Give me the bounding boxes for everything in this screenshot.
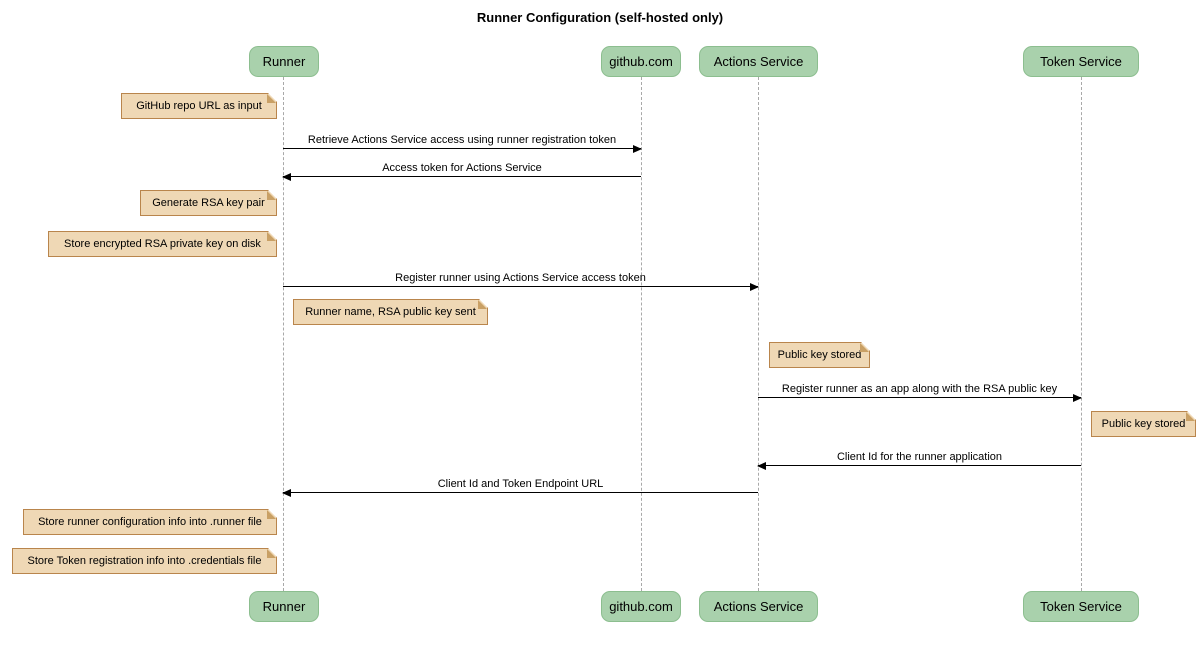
note-label: Store Token registration info into .cred… bbox=[27, 555, 262, 567]
participant-label: github.com bbox=[609, 599, 673, 614]
arrowhead-right-icon bbox=[633, 145, 642, 153]
message-label: Register runner as an app along with the… bbox=[781, 383, 1058, 395]
note-label: Generate RSA key pair bbox=[152, 197, 265, 209]
participant-token-service-bottom: Token Service bbox=[1023, 591, 1139, 622]
note-store-private-key: Store encrypted RSA private key on disk bbox=[48, 231, 277, 257]
message-register-runner: Register runner using Actions Service ac… bbox=[283, 267, 759, 291]
participant-label: Runner bbox=[262, 54, 306, 69]
arrowhead-right-icon bbox=[1073, 394, 1082, 402]
lifeline-token-service bbox=[1081, 77, 1082, 591]
note-generate-rsa: Generate RSA key pair bbox=[140, 190, 277, 216]
message-label: Register runner using Actions Service ac… bbox=[395, 272, 646, 284]
note-label: Runner name, RSA public key sent bbox=[305, 306, 476, 318]
participant-label: Token Service bbox=[1040, 54, 1122, 69]
message-label: Client Id for the runner application bbox=[836, 451, 1003, 463]
participant-github-top: github.com bbox=[601, 46, 681, 77]
note-repo-url: GitHub repo URL as input bbox=[121, 93, 277, 119]
participant-runner-bottom: Runner bbox=[249, 591, 319, 622]
message-client-id-endpoint: Client Id and Token Endpoint URL bbox=[282, 473, 758, 497]
message-label: Retrieve Actions Service access using ru… bbox=[307, 134, 617, 146]
note-label: Public key stored bbox=[777, 349, 862, 361]
note-public-key-stored-actions: Public key stored bbox=[769, 342, 870, 368]
participant-label: Runner bbox=[262, 599, 306, 614]
participant-label: github.com bbox=[609, 54, 673, 69]
arrowhead-left-icon bbox=[282, 489, 291, 497]
message-retrieve-access: Retrieve Actions Service access using ru… bbox=[283, 129, 642, 153]
participant-label: Token Service bbox=[1040, 599, 1122, 614]
note-label: Store runner configuration info into .ru… bbox=[38, 516, 262, 528]
note-label: Store encrypted RSA private key on disk bbox=[64, 238, 261, 250]
note-label: Public key stored bbox=[1101, 418, 1186, 430]
lifeline-runner bbox=[283, 77, 284, 591]
diagram-title: Runner Configuration (self-hosted only) bbox=[476, 10, 724, 25]
note-public-key-stored-token: Public key stored bbox=[1091, 411, 1196, 437]
arrowhead-left-icon bbox=[757, 462, 766, 470]
arrowhead-left-icon bbox=[282, 173, 291, 181]
lifeline-actions-service bbox=[758, 77, 759, 591]
arrowhead-right-icon bbox=[750, 283, 759, 291]
message-label: Client Id and Token Endpoint URL bbox=[437, 478, 604, 490]
message-register-app: Register runner as an app along with the… bbox=[758, 378, 1082, 402]
note-store-runner-file: Store runner configuration info into .ru… bbox=[23, 509, 277, 535]
participant-label: Actions Service bbox=[713, 599, 804, 614]
participant-token-service-top: Token Service bbox=[1023, 46, 1139, 77]
note-runner-name-sent: Runner name, RSA public key sent bbox=[293, 299, 488, 325]
note-store-credentials-file: Store Token registration info into .cred… bbox=[12, 548, 277, 574]
note-label: GitHub repo URL as input bbox=[136, 100, 262, 112]
participant-github-bottom: github.com bbox=[601, 591, 681, 622]
participant-actions-service-top: Actions Service bbox=[699, 46, 818, 77]
participant-label: Actions Service bbox=[713, 54, 804, 69]
message-access-token: Access token for Actions Service bbox=[282, 157, 641, 181]
lifeline-github bbox=[641, 77, 642, 591]
message-client-id: Client Id for the runner application bbox=[757, 446, 1081, 470]
participant-runner-top: Runner bbox=[249, 46, 319, 77]
message-label: Access token for Actions Service bbox=[382, 162, 542, 174]
participant-actions-service-bottom: Actions Service bbox=[699, 591, 818, 622]
